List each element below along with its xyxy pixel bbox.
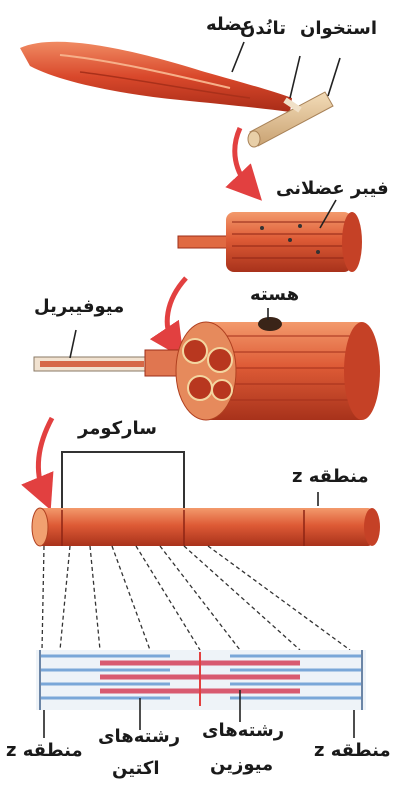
label-z-zone-left: منطقه z [6, 742, 83, 760]
label-z-zone-top: منطقه z [292, 468, 369, 486]
label-muscle: عضله [206, 16, 254, 34]
label-myosin-line2: میوزین [210, 756, 273, 774]
myofibril-rod [32, 508, 380, 546]
arrow-3 [38, 418, 52, 494]
label-actin-line1: رشته‌های [98, 728, 180, 746]
bone-leader-line [328, 58, 340, 96]
muscle-fiber-bundle [178, 212, 362, 272]
label-myofibril: میوفیبریل [34, 298, 124, 316]
arrow-2 [167, 278, 186, 344]
label-bone: استخوان [300, 20, 377, 38]
muscle-shape [20, 42, 292, 112]
label-sarcomere: سارکومر [78, 420, 157, 438]
sarcomere-detail [36, 650, 366, 710]
label-z-zone-right: منطقه z [314, 742, 391, 760]
muscle-fiber-cylinder [34, 317, 380, 420]
label-nucleus: هسته [250, 286, 299, 304]
label-actin-line2: اکتین [112, 760, 160, 778]
tendon-leader-line [290, 56, 300, 98]
myofibril-leader-line [70, 330, 76, 358]
sarcomere-bracket [62, 452, 184, 510]
label-muscle-fiber: فیبر عضلانی [276, 180, 389, 198]
projection-lines [42, 546, 350, 650]
label-myosin-line1: رشته‌های [202, 722, 284, 740]
muscle-leader-line [232, 42, 244, 72]
